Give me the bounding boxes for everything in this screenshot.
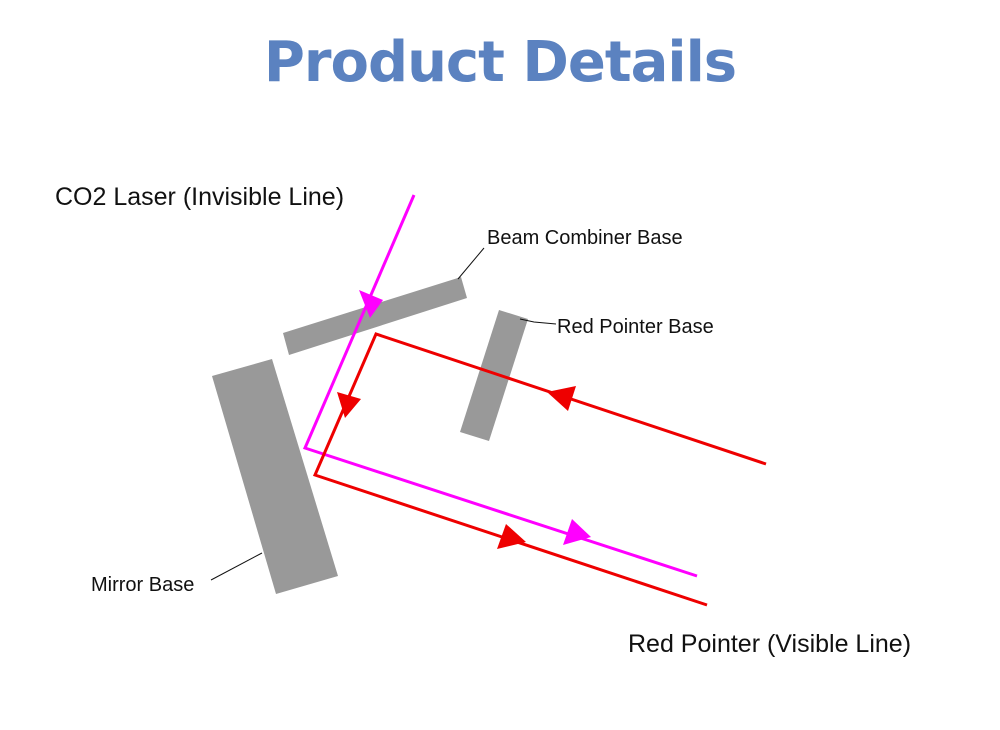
co2-laser-beam [302, 194, 698, 578]
red-pointer-base [460, 310, 528, 441]
red-beam-arrow-right [497, 524, 526, 549]
red-beam-arrow-down [337, 392, 361, 418]
red-pointer-base-leader [519, 318, 557, 325]
mirror-base-leader [210, 552, 263, 581]
red-pointer-beam [312, 332, 767, 607]
beam-combiner-leader [457, 247, 485, 280]
co2-beam-arrow-down [359, 290, 383, 318]
red-beam-arrow-left [547, 386, 576, 411]
mirror-base-label: Mirror Base [91, 574, 194, 596]
beam-combiner-base [283, 277, 467, 355]
red-pointer-base-label: Red Pointer Base [557, 316, 714, 338]
page-title: Product Details [263, 30, 737, 95]
red-pointer-label: Red Pointer (Visible Line) [628, 630, 911, 658]
co2-beam-arrow-right [563, 519, 591, 545]
beam-combiner-base-label: Beam Combiner Base [487, 227, 683, 249]
mirror-base [212, 359, 338, 594]
co2-laser-label: CO2 Laser (Invisible Line) [55, 183, 344, 211]
